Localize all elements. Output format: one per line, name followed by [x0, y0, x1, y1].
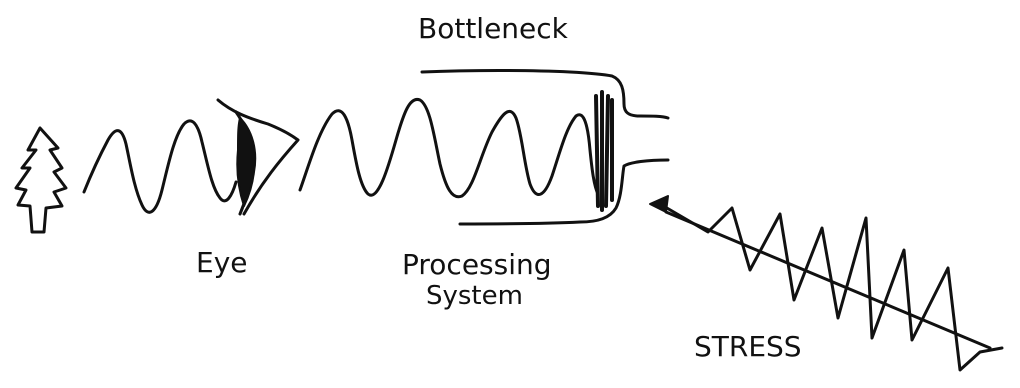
incoming-signal-wave: [82, 119, 238, 214]
bottleneck-box: [420, 69, 670, 226]
processing-label-line1: Processing: [402, 248, 552, 281]
stress-label: STRESS: [694, 330, 802, 363]
stress-signal: [649, 195, 1004, 372]
processing-label-line2: System: [426, 281, 523, 311]
arrow-head-icon: [649, 195, 669, 213]
tree-icon: [14, 126, 68, 234]
processed-signal-wave: [298, 97, 600, 199]
eye-icon: [216, 98, 300, 216]
eye-label: Eye: [196, 246, 248, 279]
bottleneck-label: Bottleneck: [418, 12, 569, 45]
